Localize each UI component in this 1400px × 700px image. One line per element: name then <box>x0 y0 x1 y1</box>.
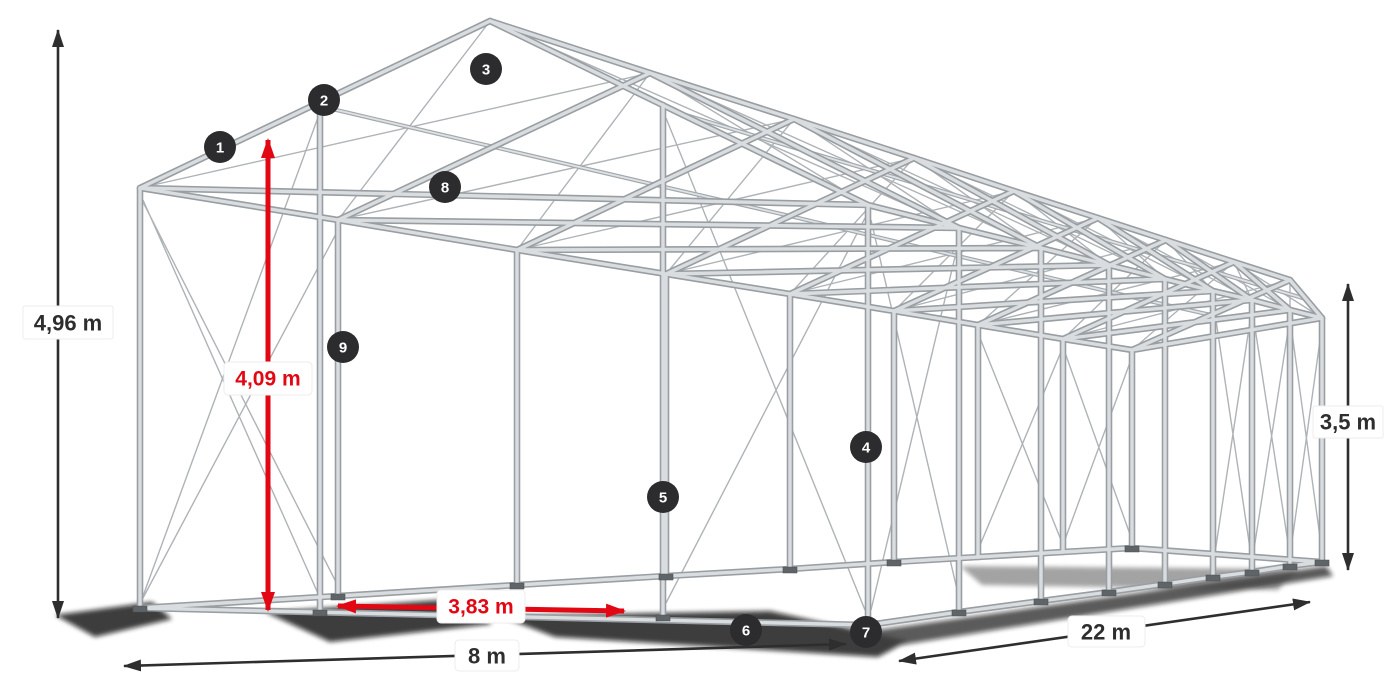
clearance-width-label-box <box>436 589 526 624</box>
dimension-width: 8 m <box>123 638 847 672</box>
ridge-height-label-box <box>22 305 114 340</box>
wall-height-value: 3,5 m <box>1320 410 1376 435</box>
width-value: 8 m <box>468 644 506 669</box>
svg-text:3: 3 <box>482 62 490 79</box>
dimension-wall-height: 3,5 m <box>1312 283 1384 571</box>
badge-1: 1 <box>204 131 236 163</box>
badge-8: 8 <box>429 171 461 203</box>
svg-text:9: 9 <box>339 340 347 357</box>
svg-text:6: 6 <box>742 623 750 640</box>
ridge-height-value: 4,96 m <box>34 311 103 336</box>
length-value: 22 m <box>1081 620 1131 645</box>
svg-text:8: 8 <box>441 180 449 197</box>
clearance-height-label-box <box>223 361 313 396</box>
badge-6: 6 <box>730 614 762 646</box>
badge-5: 5 <box>647 481 679 513</box>
dimension-clearance-height: 4,09 m <box>223 138 313 612</box>
badge-3: 3 <box>470 53 502 85</box>
badge-7: 7 <box>850 616 882 648</box>
dimension-ridge-height: 4,96 m <box>22 29 114 619</box>
dimension-clearance-width: 3,83 m <box>336 589 626 624</box>
dimension-length: 22 m <box>898 598 1311 665</box>
svg-text:2: 2 <box>320 93 328 110</box>
svg-text:7: 7 <box>862 625 870 642</box>
svg-text:5: 5 <box>659 490 667 507</box>
badge-4: 4 <box>850 431 882 463</box>
badge-9: 9 <box>327 331 359 363</box>
svg-text:4: 4 <box>862 440 871 457</box>
svg-text:1: 1 <box>216 140 224 157</box>
wall-height-label-box <box>1312 405 1384 439</box>
clearance-width-value: 3,83 m <box>448 596 513 619</box>
width-label-box <box>454 639 520 672</box>
clearance-height-value: 4,09 m <box>235 368 300 391</box>
badge-2: 2 <box>308 84 340 116</box>
length-label-box <box>1067 615 1146 648</box>
